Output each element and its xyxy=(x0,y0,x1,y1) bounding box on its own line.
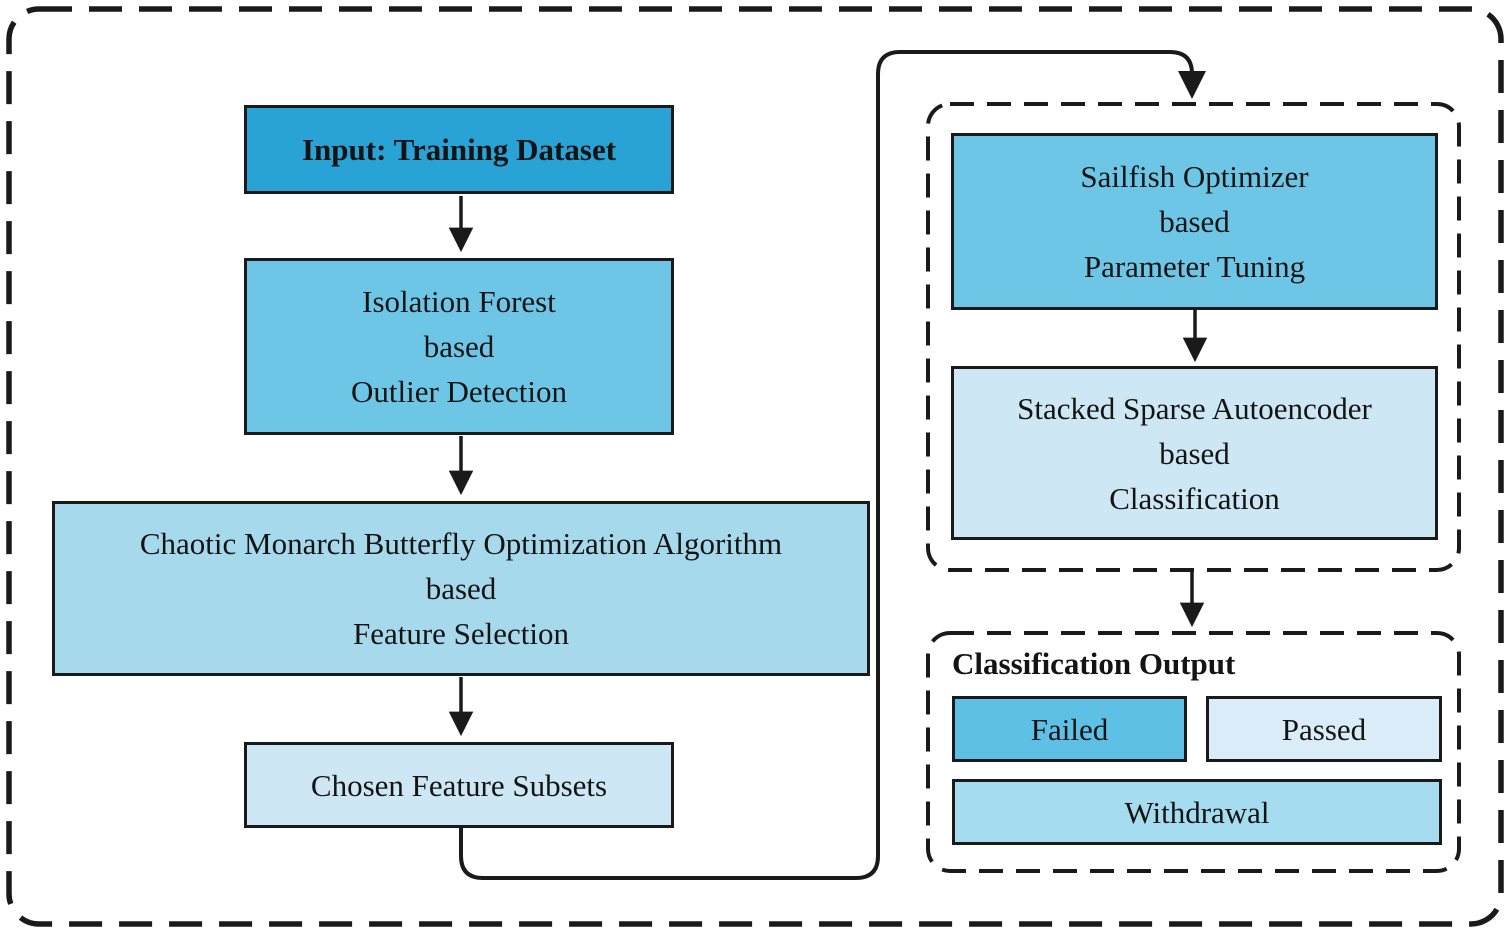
input-training-dataset-box: Input: Training Dataset xyxy=(244,105,674,194)
stacked-sparse-autoencoder-line3: Classification xyxy=(1109,480,1280,516)
chaotic-mbo-line2: based xyxy=(425,571,497,606)
passed-box: Passed xyxy=(1206,696,1442,762)
isolation-forest-line2: based xyxy=(423,329,495,364)
isolation-forest-line1: Isolation Forest xyxy=(362,284,556,319)
chaotic-mbo-line1: Chaotic Monarch Butterfly Optimization A… xyxy=(139,526,783,561)
sailfish-optimizer-box: Sailfish Optimizer based Parameter Tunin… xyxy=(951,133,1438,310)
withdrawal-label: Withdrawal xyxy=(1124,794,1270,830)
stacked-sparse-autoencoder-line2: based xyxy=(1159,435,1230,471)
sailfish-optimizer-line1: Sailfish Optimizer xyxy=(1080,159,1309,194)
chosen-feature-subsets-label: Chosen Feature Subsets xyxy=(310,767,608,803)
input-training-dataset-label: Input: Training Dataset xyxy=(301,132,617,167)
isolation-forest-line3: Outlier Detection xyxy=(350,374,568,409)
isolation-forest-box: Isolation Forest based Outlier Detection xyxy=(244,258,674,435)
stacked-sparse-autoencoder-line1: Stacked Sparse Autoencoder xyxy=(1017,390,1372,426)
output-group-dashed-frame xyxy=(926,631,1461,873)
sailfish-optimizer-line3: Parameter Tuning xyxy=(1083,249,1306,284)
failed-box: Failed xyxy=(952,696,1187,762)
stacked-sparse-autoencoder-box: Stacked Sparse Autoencoder based Classif… xyxy=(951,366,1438,540)
connector-chosen-to-model-group xyxy=(459,50,1206,880)
passed-label: Passed xyxy=(1281,711,1367,747)
chaotic-mbo-box: Chaotic Monarch Butterfly Optimization A… xyxy=(52,501,870,676)
classification-output-title: Classification Output xyxy=(952,646,1236,681)
withdrawal-box: Withdrawal xyxy=(952,779,1442,845)
outer-dashed-border xyxy=(6,6,1504,927)
chaotic-mbo-line3: Feature Selection xyxy=(352,616,570,651)
sailfish-optimizer-line2: based xyxy=(1159,204,1230,239)
failed-label: Failed xyxy=(1030,711,1109,747)
chosen-feature-subsets-box: Chosen Feature Subsets xyxy=(244,742,674,828)
model-group-dashed-frame xyxy=(926,102,1461,572)
